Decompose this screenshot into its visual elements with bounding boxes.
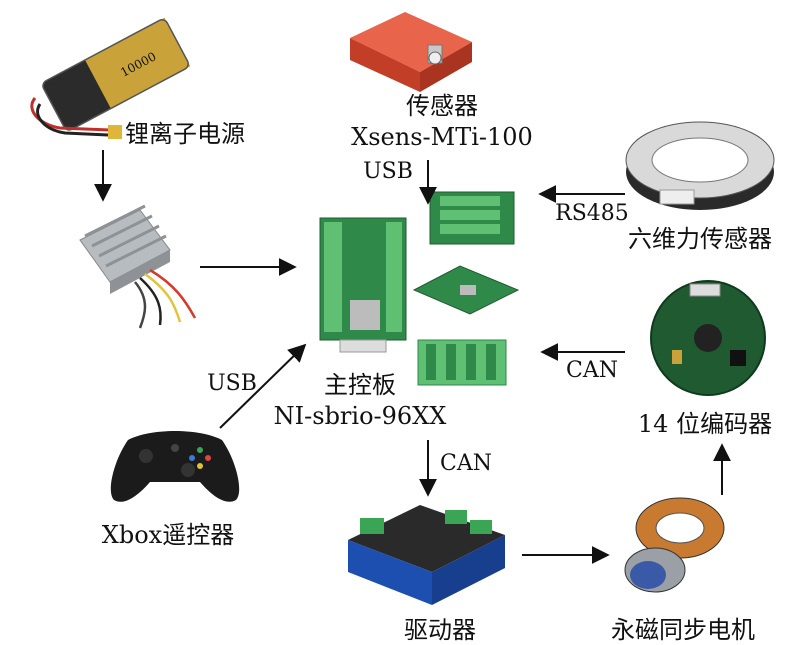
motor-label: 永磁同步电机 [611, 616, 755, 644]
edge-label-driver-can: CAN [440, 451, 492, 476]
sensor-image [350, 12, 472, 92]
encoder-label: 14 位编码器 [638, 410, 772, 438]
regulator-image [79, 204, 197, 329]
ft-sensor-label: 六维力传感器 [628, 225, 772, 253]
battery-image: 10000 [30, 17, 191, 139]
xbox-controller-image [110, 431, 240, 502]
main-board-image [319, 191, 520, 386]
board-label-name: 主控板 [324, 371, 396, 399]
edge-label-encoder-can: CAN [566, 358, 618, 383]
edge-label-sensor-usb: USB [363, 159, 413, 184]
battery-label: 锂离子电源 [125, 120, 245, 148]
xbox-label: Xbox遥控器 [102, 521, 234, 549]
ft-sensor-image [625, 121, 775, 210]
sensor-label-name: 传感器 [406, 92, 478, 120]
driver-image [348, 505, 505, 605]
encoder-image [650, 280, 766, 396]
board-label-model: NI-sbrio-96XX [274, 402, 447, 430]
sensor-label-model: Xsens-MTi-100 [351, 123, 533, 151]
edge-label-ft-rs485: RS485 [555, 201, 629, 226]
driver-label: 驱动器 [404, 616, 476, 644]
edge-label-xbox-usb: USB [207, 371, 257, 396]
arrow-xbox-to-board [219, 343, 307, 429]
motor-image [624, 497, 725, 593]
